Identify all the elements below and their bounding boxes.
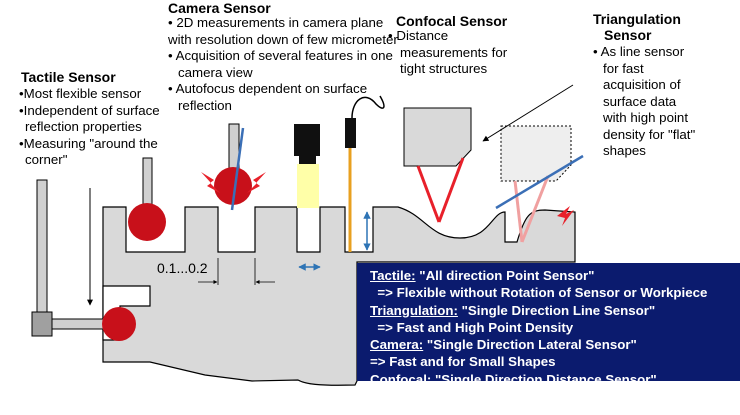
triangulation-heading: Triangulation Sensor [593, 11, 681, 43]
camera-heading: Camera Sensor [168, 0, 271, 16]
triangulation-bullet-line: with high point [603, 110, 689, 125]
dimension-label: 0.1...0.2 [157, 260, 208, 276]
summary-line: => Fast and for Small Shapes [370, 354, 556, 370]
triangulation-bullet-line: acquisition of [603, 77, 681, 92]
camera-bullet-line: • Autofocus dependent on surface [168, 81, 368, 96]
camera-bullet-line: reflection [178, 97, 232, 113]
triangulation-heading-line: Sensor [604, 27, 652, 43]
summary-line: Confocal: "Single Direction Distance Sen… [370, 371, 740, 388]
tactile-bullet-line: reflection properties [25, 119, 142, 134]
triangulation-bullet-line: for fast [603, 60, 644, 76]
summary-key: Tactile: [370, 268, 416, 283]
summary-line: => Small Shapes [370, 389, 484, 405]
summary-key: Camera: [370, 337, 424, 353]
triangulation-beam-1a [416, 165, 441, 223]
triangulation-head-1 [403, 107, 472, 167]
tactile-bullets: •Most flexible sensor •Independent of su… [19, 86, 160, 169]
summary-line: Tactile: "All direction Point Sensor" [370, 267, 740, 284]
tactile-probe-ball-left [128, 203, 166, 241]
triangulation-head-2 [500, 125, 572, 182]
tactile-probe-shaft [36, 179, 48, 313]
camera-bullet-line: with resolution down of few micrometer [168, 31, 398, 47]
triangulation-bullet-line: density for "flat" [603, 126, 696, 142]
camera-bullet-line: camera view [178, 64, 253, 80]
triangulation-beam-2b [520, 175, 550, 243]
camera-bullet-line: • 2D measurements in camera plane [168, 15, 384, 30]
summary-line: Triangulation: "Single Direction Line Se… [370, 302, 740, 319]
summary-box: Tactile: "All direction Point Sensor" =>… [357, 263, 740, 404]
tactile-probe-ball-side [102, 307, 136, 341]
summary-line: => Fast and High Point Density [370, 319, 574, 335]
tactile-bullet-line: •Most flexible sensor [19, 86, 142, 101]
confocal-bullet-line: • Distance [388, 28, 449, 43]
tactile-bullet-line: •Independent of surface [19, 102, 160, 118]
camera-bullet-line: • Acquisition of several features in one [168, 48, 393, 63]
tactile-laser-line [230, 127, 245, 211]
triangulation-bullets: • As line sensor for fast acquisition of… [593, 44, 695, 160]
summary-value: "Single Direction Line Sensor" [457, 302, 656, 318]
confocal-heading: Confocal Sensor [396, 13, 508, 29]
summary-key: Triangulation: [370, 302, 458, 318]
triangulation-bullet-line: shapes [603, 143, 646, 158]
triangulation-laser-line [495, 154, 584, 210]
camera-body [294, 124, 320, 156]
confocal-bullet-line: tight structures [400, 61, 488, 76]
confocal-bullet-line: measurements for [400, 44, 508, 60]
confocal-bullets: • Distance measurements for tight struct… [388, 28, 507, 78]
triangulation-bullet-line: surface data [603, 93, 677, 109]
summary-value: "Single Direction Distance Sensor" [431, 371, 657, 387]
confocal-head [345, 118, 356, 148]
triangulation-spark [557, 206, 574, 226]
summary-value: "Single Direction Lateral Sensor" [423, 337, 637, 353]
tactile-bullet-line: •Measuring "around the [19, 135, 158, 151]
tactile-bullet-line: corner" [25, 152, 68, 167]
tactile-probe-joint [31, 311, 53, 337]
summary-key: Confocal: [370, 371, 432, 387]
tactile-probe-ball-mid [214, 167, 252, 205]
tactile-heading: Tactile Sensor [21, 69, 116, 85]
tactile-probe-arm [46, 318, 106, 330]
triangulation-beam-2a [513, 180, 524, 243]
camera-bullets: • 2D measurements in camera plane with r… [168, 15, 398, 114]
triangulation-heading-line: Triangulation [593, 11, 681, 27]
summary-line: Camera: "Single Direction Lateral Sensor… [370, 336, 740, 353]
triangulation-beam-1b [437, 157, 465, 223]
triangulation-bullet-line: • As line sensor [593, 44, 685, 59]
camera-lens [299, 156, 316, 164]
summary-value: "All direction Point Sensor" [415, 268, 595, 283]
summary-line: => Flexible without Rotation of Sensor o… [370, 285, 708, 301]
camera-light-cone [297, 164, 319, 208]
confocal-cable [351, 95, 385, 119]
pointer-triangulation [482, 84, 574, 142]
workpiece [102, 206, 576, 386]
